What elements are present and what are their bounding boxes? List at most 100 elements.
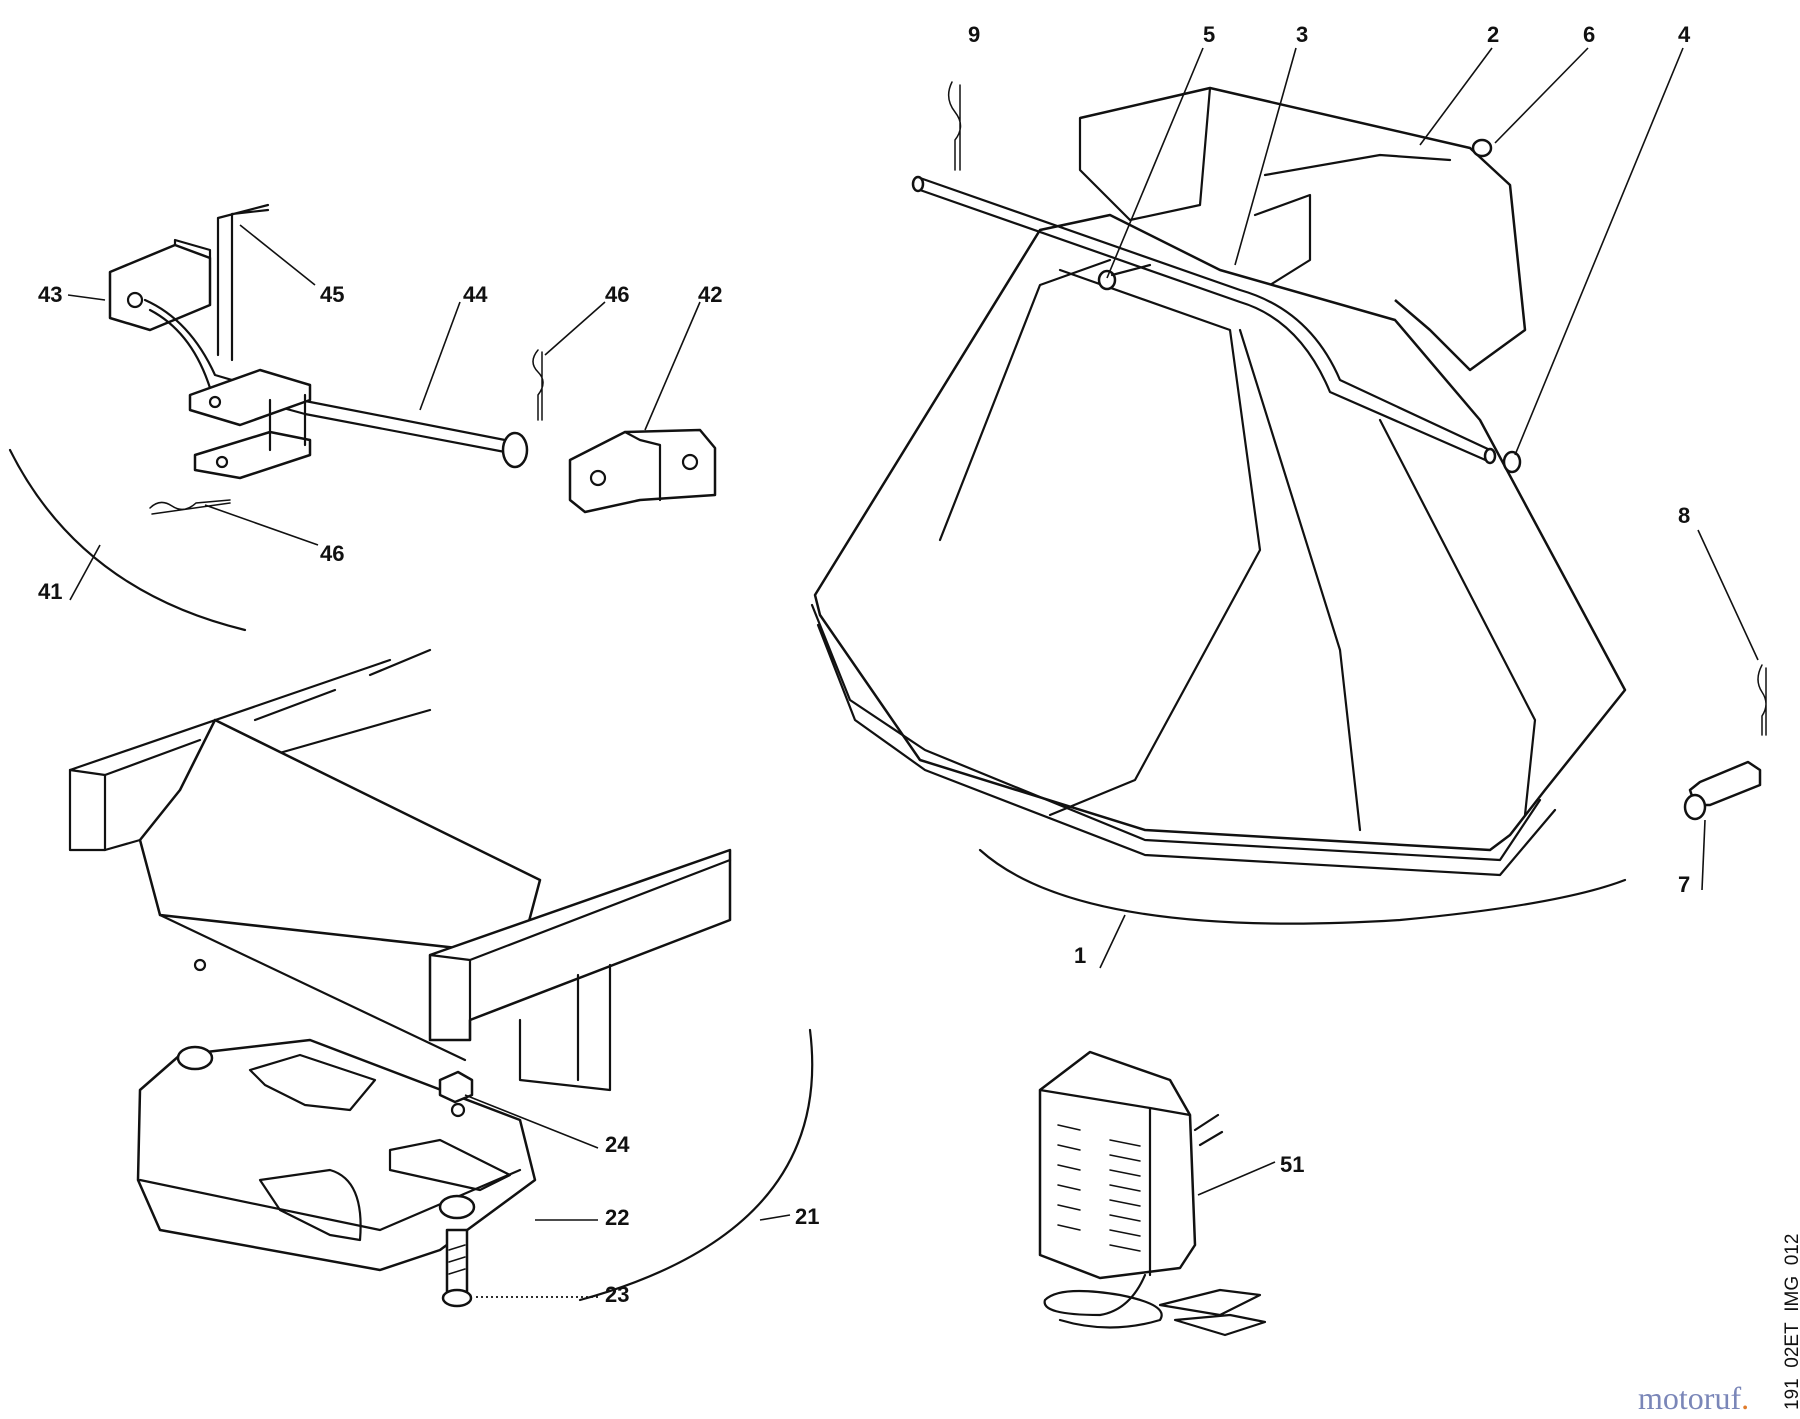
- part-22-boss-left: [176, 1045, 214, 1071]
- leader-44: [419, 301, 461, 411]
- part-44-clevis-bottom: [193, 430, 312, 480]
- leader-8: [1697, 529, 1759, 661]
- chassis-bracket: [518, 963, 612, 1092]
- chassis-rear-beam: [68, 658, 392, 852]
- part-1-catcher-body: [813, 213, 1627, 852]
- part-23-bolt-shank: [445, 1228, 469, 1297]
- part-3-frame-bar-bottom: [918, 188, 1492, 464]
- callout-8: 8: [1678, 503, 1690, 528]
- watermark-accent: .: [1741, 1380, 1750, 1416]
- part-24-nut: [438, 1070, 474, 1104]
- chassis-housing: [138, 718, 542, 957]
- watermark-text: motoruf: [1638, 1380, 1742, 1416]
- callout-46-lower: 46: [320, 541, 344, 566]
- part-42-angle-bracket: [568, 428, 717, 514]
- part-23-bolt-thread: [448, 1244, 466, 1275]
- callout-7: 7: [1678, 872, 1690, 897]
- leader-45: [239, 224, 316, 286]
- part-6-cap: [1471, 138, 1493, 158]
- part-8-clip: [1757, 664, 1767, 736]
- part-22-recess: [258, 1168, 362, 1242]
- part-51-charger-edges: [1038, 1088, 1192, 1277]
- image-reference-code: 191_02ET_IMG_012: [1782, 1233, 1800, 1410]
- grass-catcher-group: [810, 47, 1767, 969]
- part-46-clip-lower: [149, 499, 231, 515]
- hitch-assembly-group: [8, 203, 717, 632]
- callout-43: 43: [38, 282, 62, 307]
- part-44-pin-head: [501, 431, 529, 469]
- part-44-clevis-top: [188, 368, 312, 427]
- chassis-rail: [253, 708, 432, 762]
- part-46-clip-upper: [532, 349, 544, 421]
- part-9-clip: [947, 81, 962, 171]
- watermark-logo: motoruf.: [1638, 1380, 1749, 1417]
- callout-3: 3: [1296, 22, 1308, 47]
- callout-1: 1: [1074, 943, 1086, 968]
- group-1-arc: [978, 848, 1627, 925]
- part-51-charger-body: [1038, 1050, 1197, 1280]
- callout-9: 9: [968, 22, 980, 47]
- part-5-bolt-head: [1097, 269, 1117, 291]
- leader-41: [69, 544, 101, 601]
- callout-45: 45: [320, 282, 344, 307]
- leader-24: [464, 1094, 599, 1149]
- leader-5: [1106, 47, 1204, 279]
- chassis-housing-bottom: [158, 913, 467, 1062]
- part-22-pocket-top: [248, 1053, 377, 1112]
- part-51-cable: [1043, 1273, 1163, 1329]
- part-44-bar-upper: [143, 298, 507, 442]
- part-1-bottom-rim: [810, 603, 1557, 877]
- leader-46-upper: [544, 301, 606, 356]
- part-3-bar-end-left: [911, 175, 925, 193]
- leader-6: [1494, 47, 1589, 144]
- part-42-hole-1: [589, 469, 607, 487]
- leader-43: [67, 294, 106, 301]
- part-23-bolt-head: [441, 1288, 473, 1308]
- part-7-pin-head: [1683, 793, 1707, 821]
- part-22-plate: [388, 1138, 512, 1192]
- callout-42: 42: [698, 282, 722, 307]
- part-51-clamps: [1158, 1288, 1267, 1337]
- front-weight-group: [68, 648, 814, 1308]
- part-22-weight: [136, 1038, 537, 1272]
- callout-5: 5: [1203, 22, 1215, 47]
- part-3-bar-end-right: [1483, 447, 1497, 465]
- part-51-vents-left: [1057, 1124, 1081, 1231]
- callout-51: 51: [1280, 1152, 1304, 1177]
- part-42-fold: [623, 430, 662, 502]
- leader-7: [1701, 819, 1706, 891]
- callout-6: 6: [1583, 22, 1595, 47]
- part-3-frame-bar-top: [918, 176, 1492, 452]
- callout-23: 23: [605, 1282, 629, 1307]
- part-1-panel-left: [938, 258, 1112, 542]
- part-42-hole-2: [681, 453, 699, 471]
- part-5-bolt-shank: [1110, 263, 1152, 277]
- part-1-panel-seam: [1238, 328, 1362, 832]
- leader-4: [1514, 47, 1684, 456]
- chassis-housing-edge: [178, 718, 217, 792]
- chassis-front-beam-face: [428, 858, 732, 1042]
- part-2-inner-wall: [1253, 193, 1312, 287]
- part-22-edge: [138, 1168, 522, 1232]
- group-41-arc: [8, 448, 247, 632]
- leader-42: [644, 301, 701, 431]
- chassis-rear-beam-top: [103, 648, 432, 777]
- leader-51: [1197, 1161, 1276, 1196]
- callout-46-upper: 46: [605, 282, 629, 307]
- callout-21: 21: [795, 1204, 819, 1229]
- leader-46-lower: [204, 504, 319, 546]
- part-43-hole: [126, 291, 144, 309]
- leader-3: [1234, 47, 1297, 266]
- part-24-washer: [450, 1102, 466, 1118]
- clevis-hole-bottom: [215, 455, 229, 469]
- part-51-plug-prongs: [1193, 1113, 1224, 1147]
- clevis-hole-top: [208, 395, 222, 409]
- part-51-vents-right: [1109, 1139, 1141, 1252]
- leader-21: [759, 1214, 791, 1221]
- callout-24: 24: [605, 1132, 630, 1157]
- callout-4: 4: [1678, 22, 1691, 47]
- leader-2: [1419, 47, 1493, 146]
- clevis-sides: [268, 393, 307, 452]
